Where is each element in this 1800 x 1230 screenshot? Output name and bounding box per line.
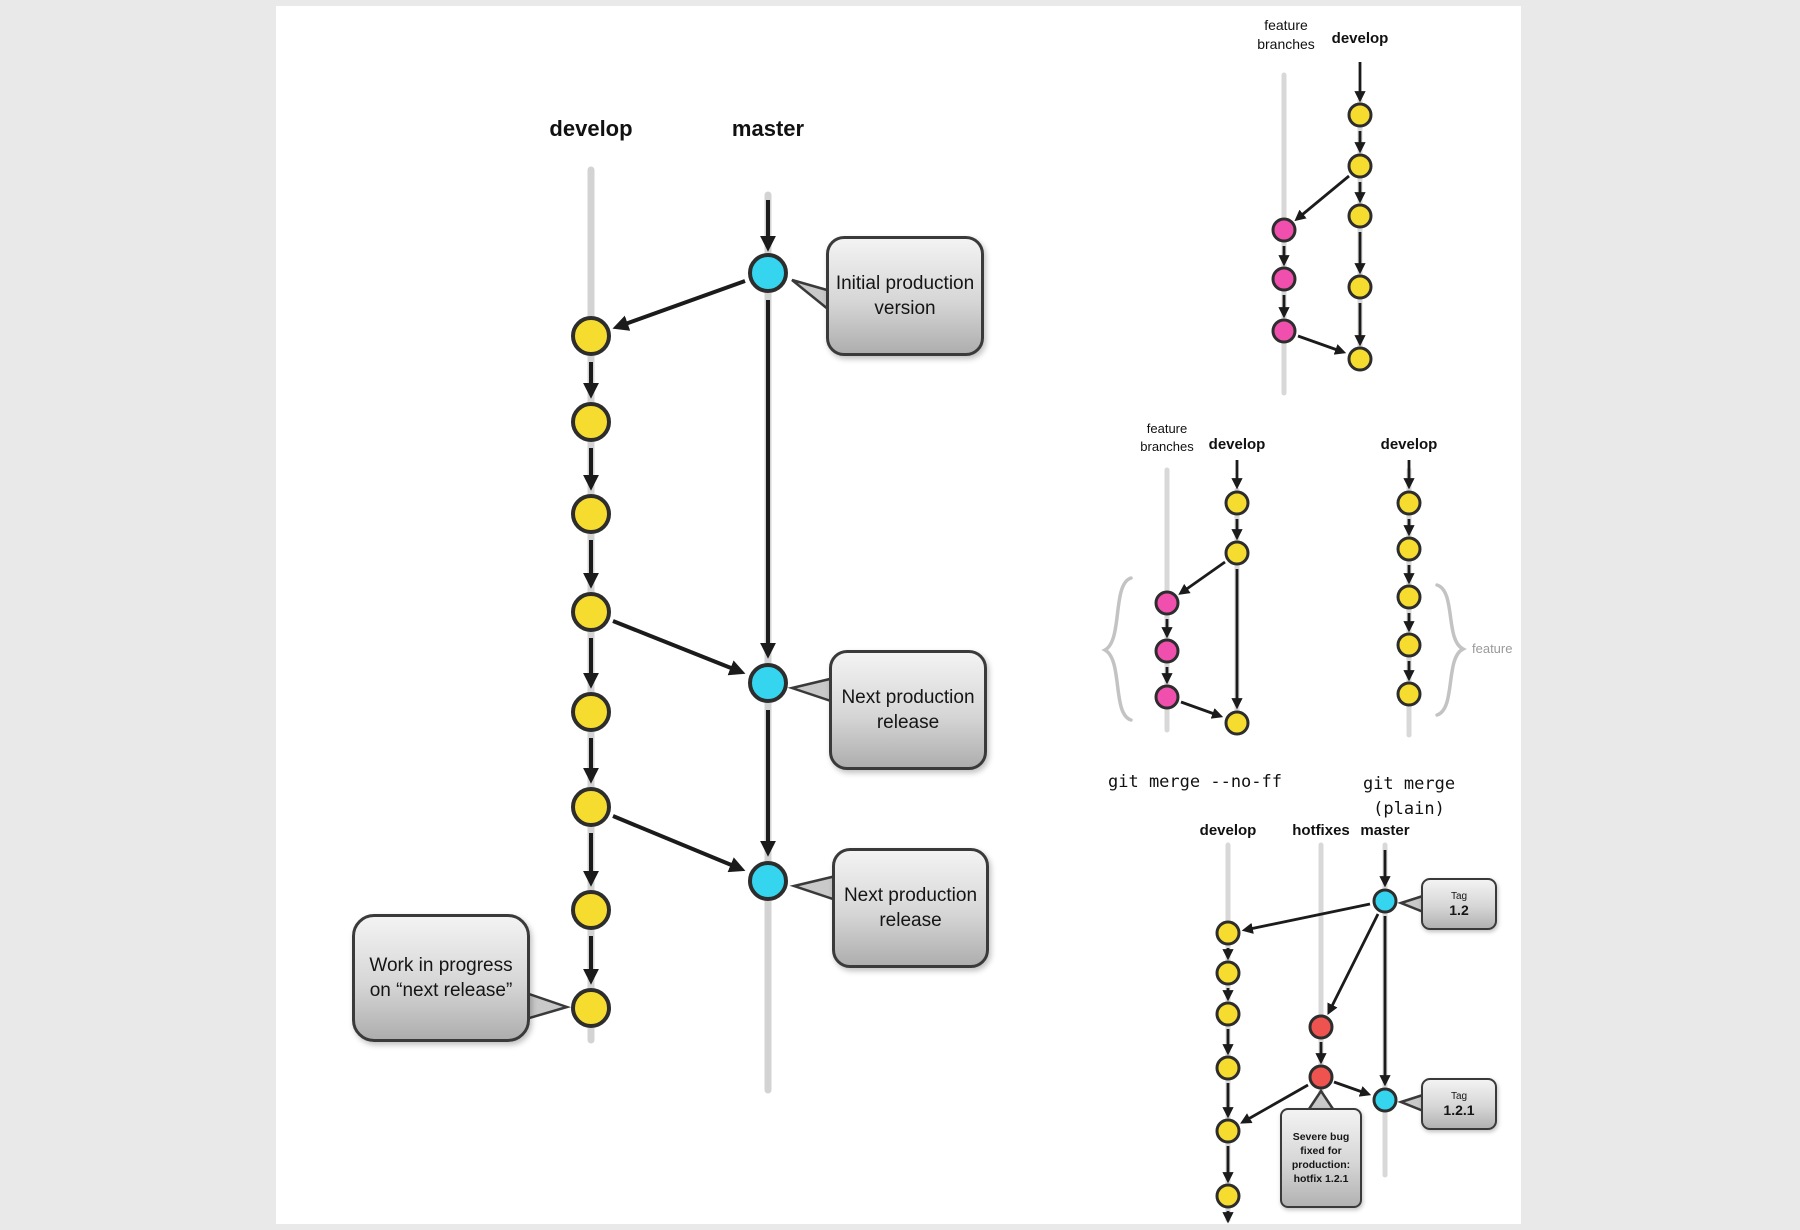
commit-node	[1347, 346, 1373, 372]
commit-node	[571, 988, 611, 1028]
main-develop-branch-label: develop	[549, 116, 633, 141]
commit-node	[571, 494, 611, 534]
commit-node	[748, 253, 788, 293]
commit-node	[1154, 684, 1180, 710]
callout-tag-1-2: Tag 1.2	[1421, 878, 1497, 930]
commit-node	[1215, 920, 1241, 946]
commit-node	[1215, 1183, 1241, 1209]
commit-node	[1347, 203, 1373, 229]
noff-arrows	[1161, 460, 1243, 719]
commit-node	[1308, 1064, 1334, 1090]
commit-node	[748, 861, 788, 901]
noff-feature-branches-label: feature branches	[1140, 421, 1194, 454]
commit-node	[1347, 274, 1373, 300]
callout-text: Work in progress on “next release”	[369, 954, 513, 1001]
tag-value: 1.2	[1449, 901, 1469, 918]
commit-node	[1224, 540, 1250, 566]
main-master-commits	[748, 253, 788, 901]
commit-node	[1396, 536, 1422, 562]
callout-work-in-progress: Work in progress on “next release”	[352, 914, 530, 1042]
commit-node	[1271, 217, 1297, 243]
callout-tag-1-2-1: Tag 1.2.1	[1421, 1078, 1497, 1130]
feature-commits	[1271, 102, 1373, 372]
left-brace	[1101, 576, 1133, 722]
plain-caption: git merge (plain)	[1362, 774, 1456, 819]
commit-node	[1224, 710, 1250, 736]
main-master-branch-label: master	[731, 116, 805, 141]
commit-node	[1215, 960, 1241, 986]
plain-feature-brace-label: feature	[1472, 641, 1513, 656]
commit-node	[1271, 318, 1297, 344]
callout-text: Next production release	[843, 884, 978, 931]
commit-node	[1271, 266, 1297, 292]
feature-arrows	[1278, 62, 1366, 355]
commit-node	[571, 787, 611, 827]
commit-node	[1154, 638, 1180, 664]
commit-node	[1215, 1055, 1241, 1081]
hotfix-arrows	[1222, 850, 1391, 1224]
tag-label: Tag	[1450, 890, 1468, 902]
main-trunk-lines	[587, 166, 772, 1094]
hotfix-commits	[1215, 888, 1398, 1209]
tag-value: 1.2.1	[1443, 1101, 1475, 1118]
plain-commits	[1396, 490, 1422, 707]
callout-text: Next production release	[841, 686, 975, 733]
hotfix-develop-branch-label: develop	[1199, 822, 1257, 839]
hotfix-master-branch-label: master	[1360, 822, 1410, 839]
commit-node	[571, 890, 611, 930]
plain-develop-branch-label: develop	[1380, 436, 1438, 453]
right-brace	[1435, 583, 1467, 717]
callout-text: Initial production version	[835, 272, 975, 319]
commit-node	[1215, 1001, 1241, 1027]
commit-node	[1347, 153, 1373, 179]
noff-commits	[1154, 490, 1250, 736]
commit-node	[1396, 632, 1422, 658]
commit-node	[748, 663, 788, 703]
commit-node	[1396, 490, 1422, 516]
commit-node	[571, 692, 611, 732]
feature-branches-label: feature branches	[1257, 17, 1315, 52]
tag-label: Tag	[1450, 1090, 1468, 1102]
noff-develop-branch-label: develop	[1208, 436, 1266, 453]
callout-severe-bug: Severe bug fixed for production: hotfix …	[1280, 1108, 1362, 1208]
hotfix-hotfixes-branch-label: hotfixes	[1292, 822, 1350, 839]
callout-initial-production-version: Initial production version	[826, 236, 984, 356]
callout-text: Severe bug fixed for production: hotfix …	[1291, 1130, 1351, 1186]
commit-node	[1396, 584, 1422, 610]
callout-next-production-release-1: Next production release	[829, 650, 987, 770]
noff-caption: git merge --no-ff	[1108, 772, 1282, 792]
main-develop-commits	[571, 316, 611, 1028]
commit-node	[1308, 1014, 1334, 1040]
callout-next-production-release-2: Next production release	[832, 848, 989, 968]
commit-node	[1396, 681, 1422, 707]
commit-node	[571, 592, 611, 632]
commit-node	[1215, 1118, 1241, 1144]
commit-node	[1347, 102, 1373, 128]
commit-node	[1372, 888, 1398, 914]
main-arrows	[583, 200, 776, 985]
commit-node	[1154, 590, 1180, 616]
commit-node	[1224, 490, 1250, 516]
commit-node	[571, 402, 611, 442]
feature-develop-branch-label: develop	[1331, 30, 1389, 47]
commit-node	[571, 316, 611, 356]
commit-node	[1372, 1087, 1398, 1113]
